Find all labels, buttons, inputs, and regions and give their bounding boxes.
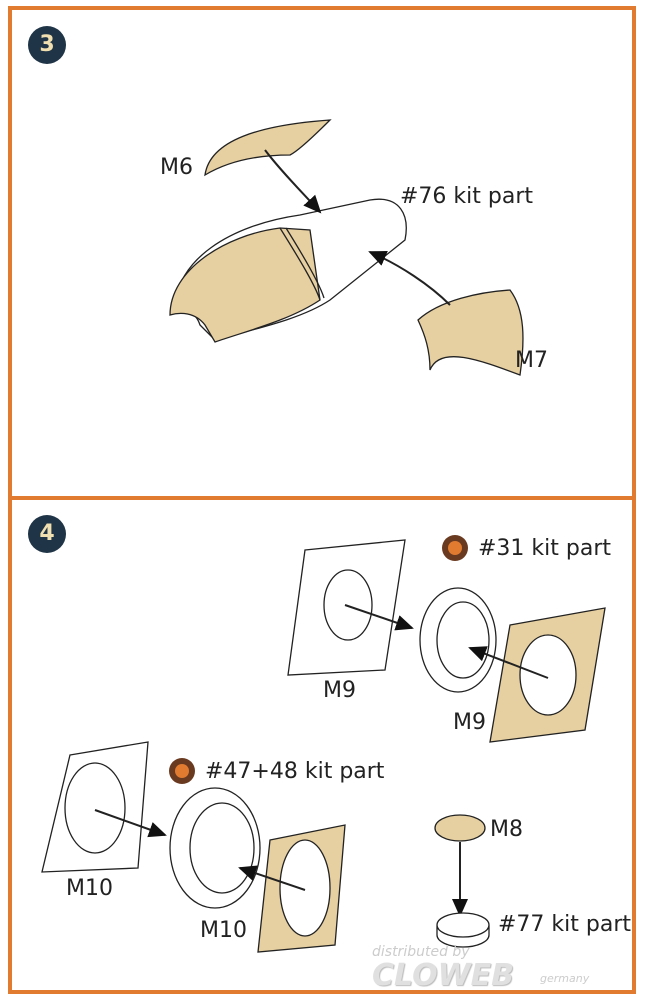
label-m9-tan: M9: [453, 710, 486, 735]
label-kit-31: #31 kit part: [478, 536, 612, 561]
kit-part-77: [436, 912, 490, 948]
mask-on-cowling: [169, 227, 321, 343]
watermark-country: germany: [540, 972, 590, 985]
wheel-kit-47-48: [169, 787, 261, 909]
mask-m6: [204, 119, 332, 177]
label-kit-77: #77 kit part: [498, 912, 632, 937]
label-m10-sheet: M10: [66, 876, 113, 901]
label-kit-76: #76 kit part: [400, 184, 534, 209]
label-m6: M6: [160, 155, 193, 180]
wheel-kit-31: [419, 587, 497, 693]
label-m8: M8: [490, 817, 523, 842]
paint-icon-31: [442, 535, 468, 561]
step-4-badge: 4: [28, 515, 66, 553]
watermark-distributed: distributed by: [372, 944, 470, 960]
step-3-badge: 3: [28, 26, 66, 64]
label-m9-sheet: M9: [323, 678, 356, 703]
watermark-logo: CLOWEB: [372, 958, 515, 993]
label-kit-47-48: #47+48 kit part: [205, 759, 385, 784]
label-m7: M7: [515, 348, 548, 373]
paint-icon-47-48: [169, 758, 195, 784]
label-m10-tan: M10: [200, 918, 247, 943]
mask-m8: [434, 814, 486, 842]
mask-m7: [417, 289, 524, 376]
